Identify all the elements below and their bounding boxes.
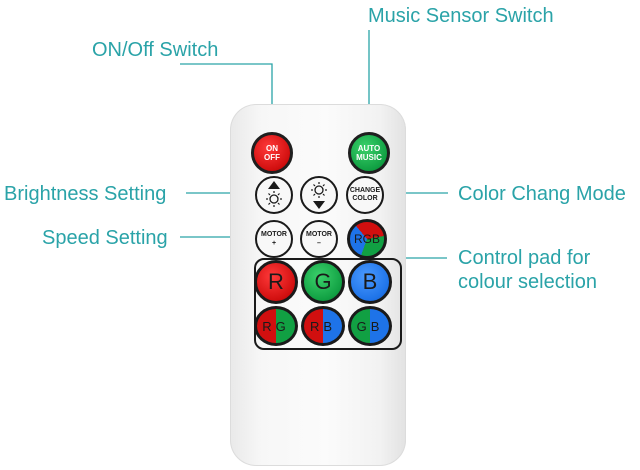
- motor-plus-text: MOTOR: [261, 231, 287, 238]
- control-pad-label-line1: Control pad for: [458, 247, 591, 269]
- on-off-text-off: OFF: [264, 153, 280, 162]
- rg-text-g: G: [275, 318, 290, 334]
- motor-minus-button[interactable]: MOTOR –: [300, 220, 338, 258]
- on-off-button[interactable]: ON OFF: [251, 132, 293, 174]
- color-mode-label: Color Chang Mode: [458, 183, 626, 205]
- on-off-label: ON/Off Switch: [92, 39, 219, 61]
- gb-text-g: G: [356, 318, 371, 334]
- brightness-down-icon: [311, 182, 327, 209]
- on-off-text-on: ON: [266, 144, 278, 153]
- change-color-text-change: CHANGE: [349, 187, 381, 194]
- green-text: G: [314, 269, 332, 294]
- change-color-text-color: COLOR: [352, 195, 378, 202]
- brightness-down-button[interactable]: [300, 176, 338, 214]
- brightness-up-icon: [266, 181, 282, 207]
- rb-text-b: B: [323, 318, 337, 334]
- change-color-button[interactable]: CHANGE COLOR: [346, 176, 384, 214]
- rgb-cycle-button[interactable]: RGB: [347, 219, 387, 259]
- blue-text: B: [362, 269, 378, 294]
- red-green-button[interactable]: R G: [254, 306, 298, 346]
- motor-minus-text: MOTOR: [306, 231, 332, 238]
- auto-music-button[interactable]: AUTO MUSIC: [348, 132, 390, 174]
- auto-music-text-music: MUSIC: [356, 153, 382, 162]
- auto-music-text-auto: AUTO: [357, 144, 381, 153]
- brightness-label: Brightness Setting: [4, 183, 167, 205]
- motor-plus-sign: +: [271, 240, 277, 247]
- blue-button[interactable]: B: [348, 260, 392, 304]
- gb-text-b: B: [370, 318, 384, 334]
- music-sensor-label: Music Sensor Switch: [368, 5, 554, 27]
- motor-plus-button[interactable]: MOTOR +: [255, 220, 293, 258]
- rb-text-r: R: [309, 318, 324, 334]
- color-control-pad: [254, 258, 402, 350]
- green-blue-button[interactable]: G B: [348, 306, 392, 346]
- brightness-up-button[interactable]: [255, 176, 293, 214]
- rg-text-r: R: [262, 318, 276, 334]
- control-pad-label-line2: colour selection: [458, 271, 597, 293]
- green-button[interactable]: G: [301, 260, 345, 304]
- speed-label: Speed Setting: [42, 227, 168, 249]
- red-text: R: [268, 269, 284, 294]
- motor-minus-sign: –: [317, 240, 321, 247]
- rgb-text: RGB: [353, 232, 380, 246]
- red-button[interactable]: R: [254, 260, 298, 304]
- red-blue-button[interactable]: R B: [301, 306, 345, 346]
